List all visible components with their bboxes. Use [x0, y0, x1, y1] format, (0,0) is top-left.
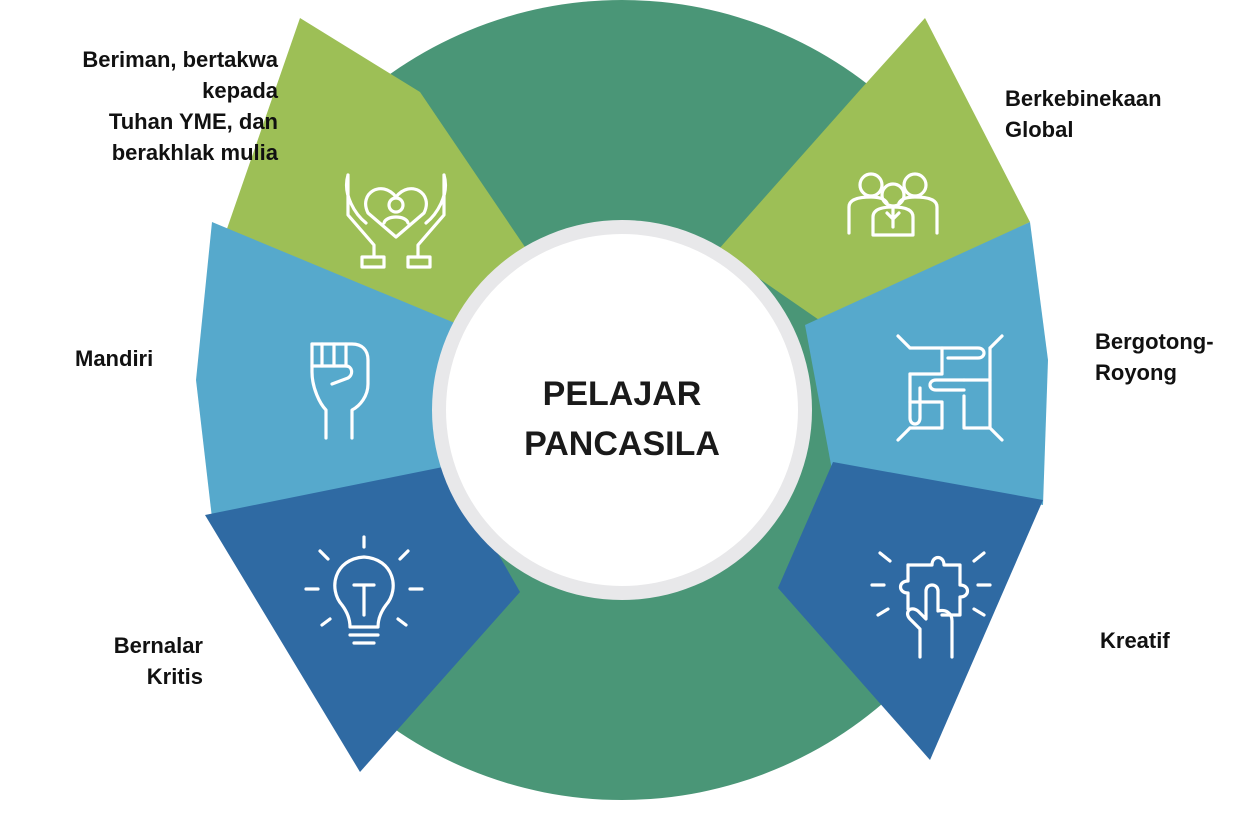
segment-beriman [212, 18, 527, 330]
label-beriman: Beriman, bertakwa kepada Tuhan YME, dan … [82, 47, 278, 165]
lightbulb-icon [304, 535, 424, 645]
segment-mandiri [196, 222, 462, 518]
label-bernalar-kritis: Bernalar Kritis [113, 633, 203, 689]
center-title-line2: PANCASILA [524, 425, 720, 463]
label-berkebinekaan: Berkebinekaan Global [1005, 86, 1162, 142]
center-title-line1: PELAJAR [543, 375, 702, 413]
segment-bernalar-kritis [205, 466, 520, 772]
label-bergotong-royong: Bergotong- Royong [1095, 329, 1214, 385]
diverse-people-icon [847, 172, 939, 237]
heart-hands-icon [345, 173, 447, 269]
segment-berkebinekaan [718, 18, 1030, 322]
puzzle-hand-icon [870, 551, 992, 659]
segment-bergotong-royong [805, 222, 1048, 505]
raised-fist-icon [310, 342, 370, 440]
joined-hands-icon [896, 334, 1004, 442]
center-circle [446, 234, 798, 586]
label-kreatif: Kreatif [1100, 628, 1170, 653]
label-mandiri: Mandiri [75, 346, 154, 371]
